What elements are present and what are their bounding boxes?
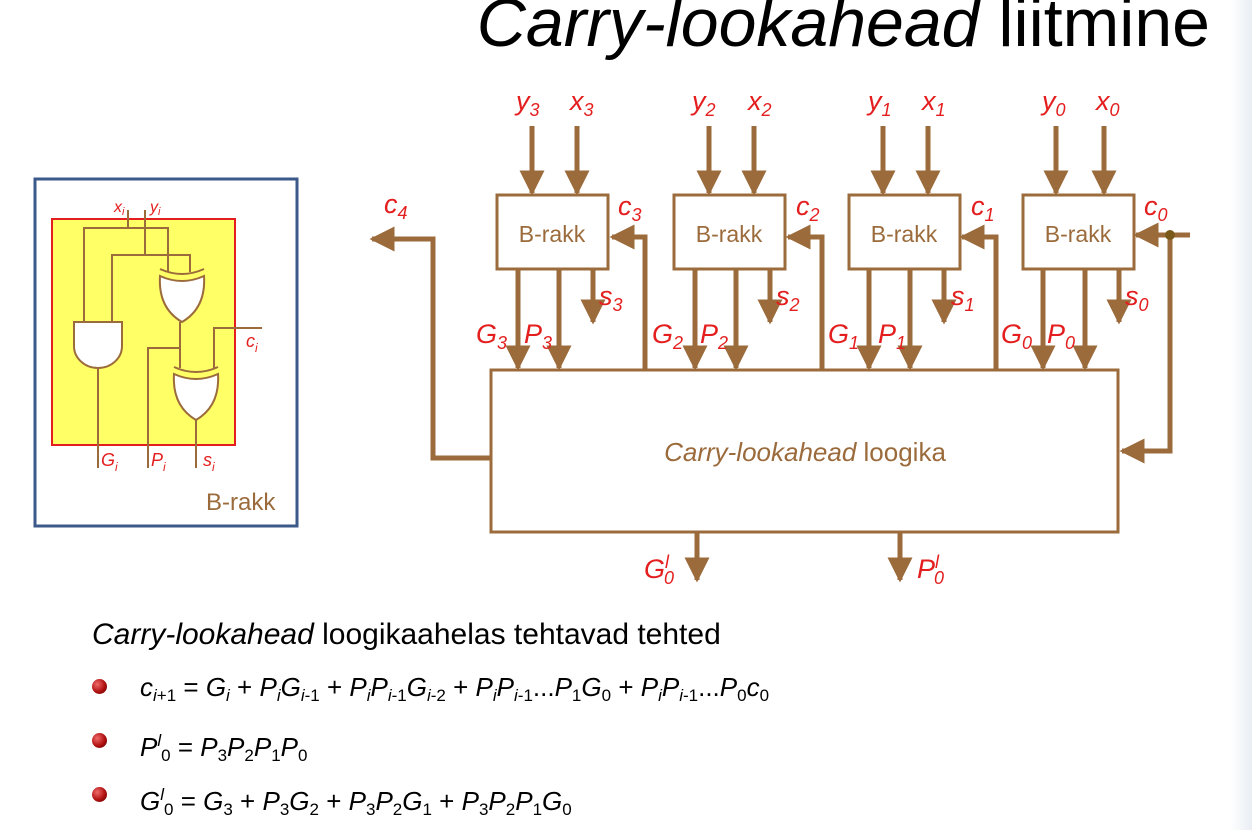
- b-cell-0: [1021, 193, 1136, 271]
- inset-label-yi: yi: [149, 199, 161, 218]
- label-x0: x0: [1094, 86, 1120, 120]
- label-g0: G0: [1001, 319, 1032, 353]
- equations-section: Carry-lookahead loogikaahelas tehtavad t…: [92, 618, 769, 822]
- label-x1: x1: [920, 86, 946, 120]
- label-c2: c2: [796, 191, 820, 225]
- title-italic: Carry-lookahead: [476, 0, 980, 61]
- xor-gate-icon: [172, 372, 220, 422]
- b-cell-1: [847, 193, 962, 271]
- bullet-icon: [92, 787, 107, 802]
- label-c1: c1: [971, 191, 995, 225]
- xor-gate-icon: [158, 274, 206, 324]
- inset-label-ci: ci: [246, 331, 258, 355]
- cla-logic-label: Carry-lookahead loogika: [664, 437, 946, 467]
- page-title: Carry-lookahead liitmine: [477, 0, 1210, 61]
- b-cell-2-label: B-rakk: [696, 221, 763, 247]
- cla-logic-box: [489, 368, 1120, 534]
- label-x2: x2: [746, 86, 772, 120]
- slide-edge: [1230, 0, 1252, 830]
- label-p3: P3: [524, 319, 552, 353]
- inset-caption: B-rakk: [206, 489, 276, 516]
- bullet-icon: [92, 679, 107, 694]
- bullet-icon: [92, 733, 107, 748]
- b-cell-inset: xi yi ci Gi Pi si B-rakk: [33, 177, 299, 528]
- label-p1: P1: [878, 319, 906, 353]
- label-s2: s2: [776, 281, 800, 315]
- c0-junction-dot: [1165, 230, 1175, 240]
- b-cell-2: [672, 193, 787, 271]
- label-y0: y0: [1040, 86, 1066, 120]
- label-s3: s3: [599, 281, 623, 315]
- and-gate-icon: [73, 321, 123, 369]
- label-g2: G2: [652, 319, 683, 353]
- equation-item: ci+1 = Gi + PiGi-1 + PiPi-1Gi-2 + PiPi-1…: [92, 660, 769, 714]
- b-cell-3-label: B-rakk: [519, 221, 586, 247]
- label-c0: c0: [1144, 191, 1168, 225]
- b-cell-1-label: B-rakk: [871, 221, 938, 247]
- equation-group-generate: Gl0 = G3 + P3G2 + P3P2G1 + P3P2P1G0: [140, 785, 572, 819]
- inset-wires: [83, 210, 262, 468]
- label-p0: P0: [1047, 319, 1075, 353]
- label-y1: y1: [866, 86, 892, 120]
- label-s0: s0: [1125, 281, 1149, 315]
- equation-carry: ci+1 = Gi + PiGi-1 + PiPi-1Gi-2 + PiPi-1…: [140, 672, 770, 705]
- equations-heading: Carry-lookahead loogikaahelas tehtavad t…: [92, 618, 721, 651]
- label-y2: y2: [690, 86, 716, 120]
- b-cell-3: [495, 193, 610, 271]
- inset-label-pi: Pi: [151, 450, 166, 474]
- equation-item: Pl0 = P3P2P1P0: [92, 714, 769, 768]
- label-y3: y3: [514, 86, 540, 120]
- label-g3: G3: [476, 319, 507, 353]
- label-c3: c3: [618, 191, 642, 225]
- b-cell-0-label: B-rakk: [1045, 221, 1112, 247]
- equation-list: ci+1 = Gi + PiGi-1 + PiPi-1Gi-2 + PiPi-1…: [92, 660, 769, 822]
- label-c4: c4: [384, 189, 408, 223]
- label-g1: G1: [828, 319, 859, 353]
- equation-group-propagate: Pl0 = P3P2P1P0: [140, 731, 308, 765]
- inset-label-xi: xi: [113, 199, 125, 218]
- inset-label-si: si: [203, 450, 215, 474]
- title-rest: liitmine: [979, 0, 1210, 61]
- label-s1: s1: [951, 281, 975, 315]
- inset-label-gi: Gi: [101, 450, 118, 474]
- equation-item: Gl0 = G3 + P3G2 + P3P2G1 + P3P2P1G0: [92, 768, 769, 822]
- label-p2: P2: [700, 319, 728, 353]
- label-x3: x3: [568, 86, 594, 120]
- main-wires: [369, 126, 1190, 583]
